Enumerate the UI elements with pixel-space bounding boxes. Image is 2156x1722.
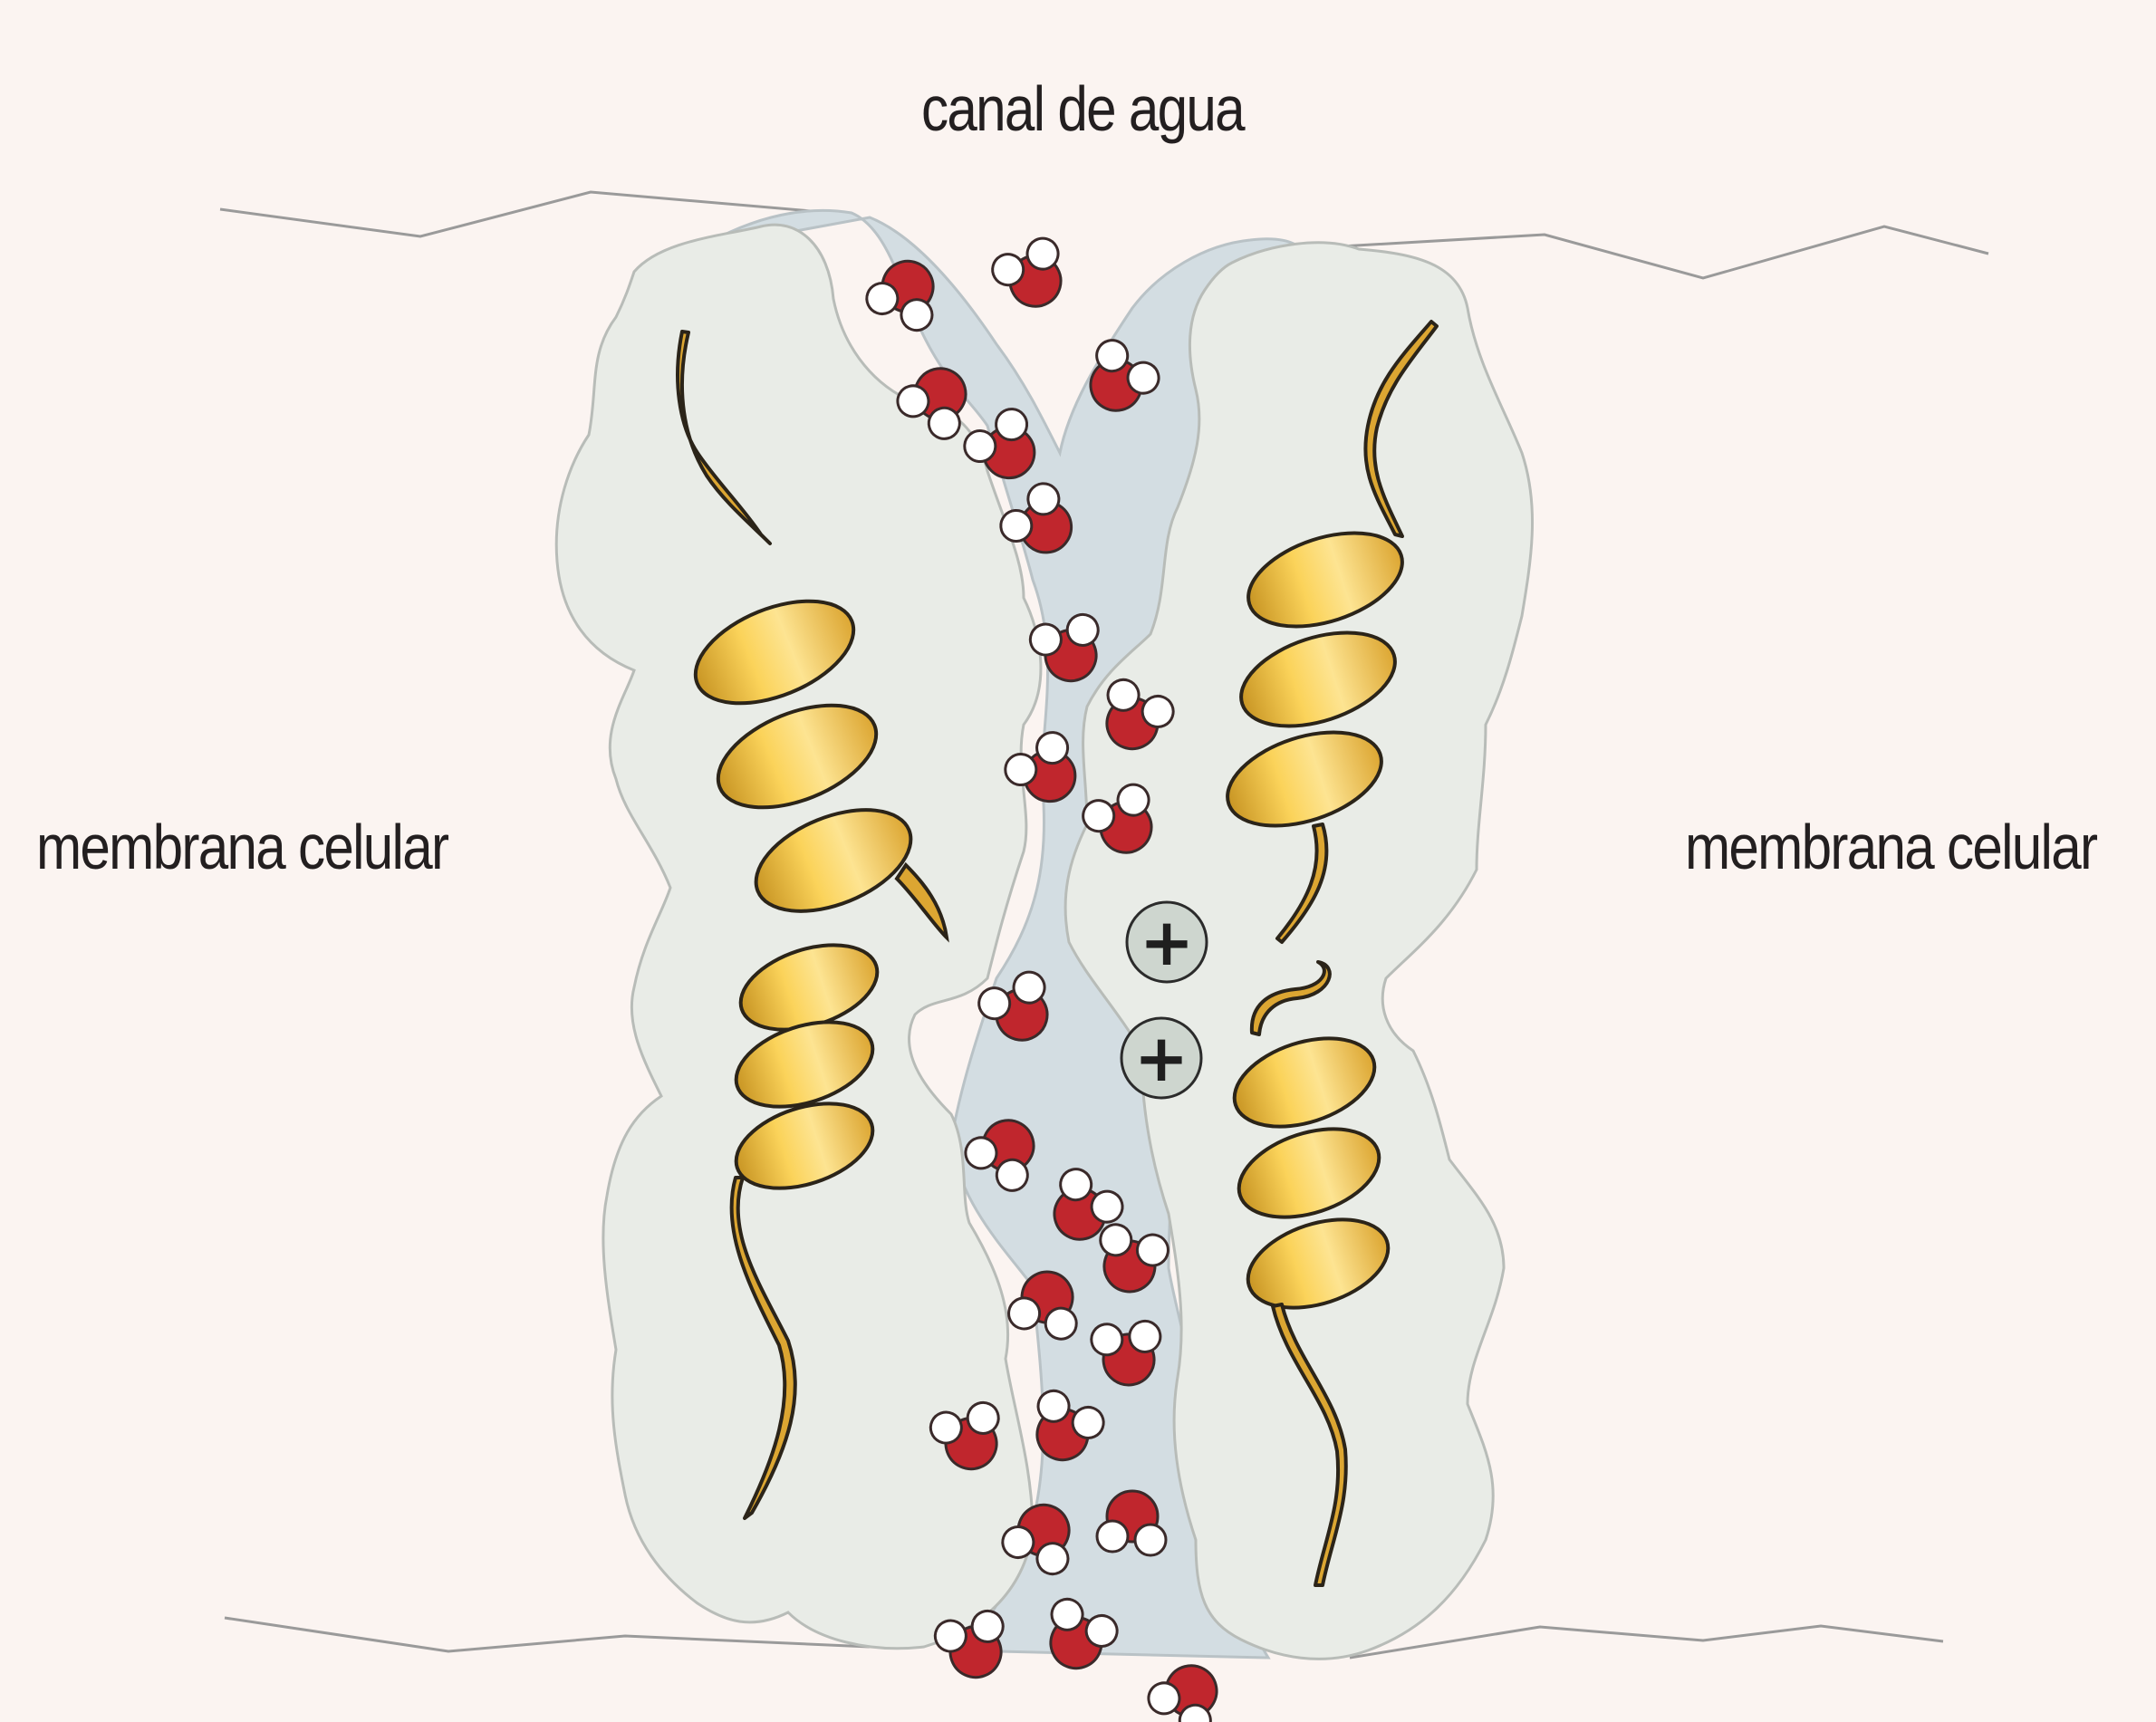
channel-label: canal de agua xyxy=(921,72,1244,145)
svg-text:+: + xyxy=(1134,1020,1189,1096)
membrane-label-right: membrana celular xyxy=(1685,811,2096,883)
membrane-bottom-line-right xyxy=(1350,1626,1943,1658)
water-molecule-icon xyxy=(987,229,1078,319)
membrane-bottom-line-left xyxy=(225,1618,870,1651)
positive-charge-icon: + xyxy=(1127,902,1207,982)
hydrogen-atom xyxy=(1097,1521,1128,1552)
svg-text:+: + xyxy=(1140,904,1194,980)
hydrogen-atom xyxy=(1135,1525,1166,1555)
membrane-label-left: membrana celular xyxy=(36,811,448,883)
positive-charge-icon: + xyxy=(1121,1018,1201,1098)
water-molecule-icon xyxy=(1141,1651,1233,1722)
